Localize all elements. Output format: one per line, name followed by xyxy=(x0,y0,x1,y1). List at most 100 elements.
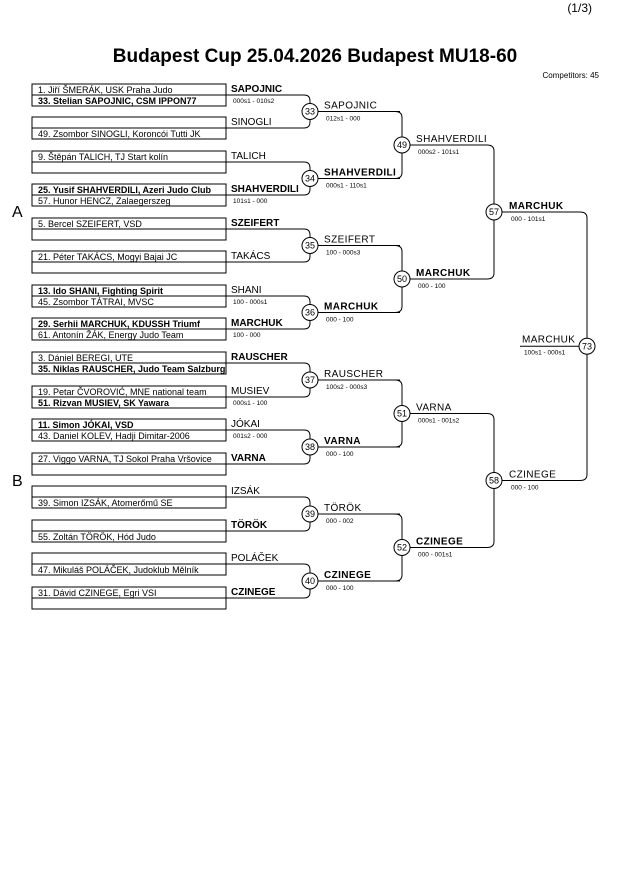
round3-score: 000 - 001s1 xyxy=(418,552,453,559)
round1-winner: SHANI xyxy=(231,285,262,296)
match-number-badge xyxy=(301,103,319,120)
round2-winner: SZEIFERT xyxy=(324,235,375,246)
match-number: 39 xyxy=(305,509,315,519)
round1-score: 000s1 - 010s2 xyxy=(233,98,275,105)
round1-score: 100 - 000s1 xyxy=(233,299,268,306)
round2-winner: SAPOJNIC xyxy=(324,101,377,112)
match-number: 34 xyxy=(305,174,315,184)
round1-winner: RAUSCHER xyxy=(231,352,288,363)
round1-winner: SHAHVERDILI xyxy=(231,184,299,195)
round2-score: 012s1 - 000 xyxy=(326,116,361,123)
round3-score: 000 - 100 xyxy=(418,283,446,290)
round1-winner: IZSÁK xyxy=(231,484,260,497)
pool-label-b: B xyxy=(12,473,23,490)
match-number-badge xyxy=(301,438,319,456)
match-number: 73 xyxy=(582,341,592,351)
competitor-entry: 47. Mikuláš POLÁČEK, Judoklub Mělník xyxy=(38,565,199,575)
round1-winner: MUSIEV xyxy=(231,386,270,397)
page-title: Budapest Cup 25.04.2026 Budapest MU18-60 xyxy=(112,46,518,67)
match-number-badge xyxy=(393,136,411,154)
match-number-badge xyxy=(393,270,411,288)
match-number: 52 xyxy=(397,543,407,553)
round1-winner: POLÁČEK xyxy=(231,551,279,564)
round4-score: 000 - 100 xyxy=(511,485,539,492)
round1-score: 000s1 - 100 xyxy=(233,400,268,407)
round4-score: 000 - 101s1 xyxy=(511,216,546,223)
competitor-entry: 49. Zsombor SINOGLI, Koroncói Tutti JK xyxy=(38,129,201,139)
competitor-entry: 5. Bercel SZEIFERT, VSD xyxy=(38,219,142,229)
competitor-entry: 13. Ido SHANI, Fighting Spirit xyxy=(38,286,163,296)
competitor-entry: 51. Rizvan MUSIEV, SK Yawara xyxy=(38,398,170,408)
competitor-entry: 31. Dávid CZINEGE, Egri VSI xyxy=(38,588,157,598)
competitor-entry: 3. Dániel BEREGI, UTE xyxy=(38,353,133,363)
round2-score: 000 - 100 xyxy=(326,585,354,592)
match-number-badge xyxy=(393,405,411,422)
round1-score: 100 - 000 xyxy=(233,332,261,339)
match-number-badge xyxy=(301,371,319,389)
round4-winner: MARCHUK xyxy=(509,201,564,212)
round1-winner: SAPOJNIC xyxy=(231,84,282,95)
competitor-entry: 33. Stelian SAPOJNIC, CSM IPPON77 xyxy=(38,96,197,106)
competitor-entry: 57. Hunor HENCZ, Zalaegerszeg xyxy=(38,196,171,206)
round4-winner: CZINEGE xyxy=(509,470,556,481)
match-number: 40 xyxy=(305,576,315,586)
round2-score: 000 - 100 xyxy=(326,451,354,458)
round2-score: 000 - 100 xyxy=(326,317,354,324)
page-number: (1/3) xyxy=(567,1,592,15)
final-winner: MARCHUK xyxy=(522,334,575,345)
round1-winner: TAKÁCS xyxy=(231,249,271,262)
match-number: 51 xyxy=(397,409,407,419)
match-number: 57 xyxy=(489,207,499,217)
round1-winner: SINOGLI xyxy=(231,117,272,128)
match-number: 50 xyxy=(397,274,407,284)
round2-winner: SHAHVERDILI xyxy=(324,168,396,179)
round1-winner: CZINEGE xyxy=(231,587,276,598)
round2-score: 000s1 - 110s1 xyxy=(326,183,367,190)
round1-winner: VARNA xyxy=(231,453,266,464)
match-number: 33 xyxy=(305,107,315,117)
round1-winner: JÓKAI xyxy=(231,417,260,430)
competitor-entry: 29. Serhii MARCHUK, KDUSSH Triumf xyxy=(38,319,201,329)
round2-winner: VARNA xyxy=(324,436,361,447)
round1-score: 101s1 - 000 xyxy=(233,198,268,205)
round2-score: 000 - 002 xyxy=(326,518,354,525)
competitor-entry: 55. Zoltán TÖRÖK, Hód Judo xyxy=(38,532,156,542)
final-score: 100s1 - 000s1 xyxy=(524,349,566,356)
match-number: 37 xyxy=(305,375,315,385)
match-number-badge xyxy=(301,505,319,523)
round2-winner: CZINEGE xyxy=(324,570,371,581)
pool-label-a: A xyxy=(12,204,23,221)
competitor-entry: 61. Antonín ŽÁK, Energy Judo Team xyxy=(38,330,183,340)
match-number: 36 xyxy=(305,308,315,318)
match-number: 58 xyxy=(489,476,499,486)
competitor-entry: 11. Simon JÓKAI, VSD xyxy=(38,419,134,430)
competitor-entry: 35. Niklas RAUSCHER, Judo Team Salzburg xyxy=(38,364,225,374)
round3-score: 000s2 - 101s1 xyxy=(418,149,460,156)
match-number-badge xyxy=(393,539,411,556)
competitor-entry: 25. Yusif SHAHVERDILI, Azeri Judo Club xyxy=(38,185,212,195)
match-number-badge xyxy=(301,304,319,321)
competitor-entry: 19. Petar ČVOROVIĆ, MNE national team xyxy=(38,387,207,397)
match-number-badge xyxy=(301,237,319,254)
round3-winner: SHAHVERDILI xyxy=(416,134,487,145)
competitor-entry: 43. Daniel KOLEV, Hadji Dimitar-2006 xyxy=(38,431,190,441)
round1-winner: SZEIFERT xyxy=(231,218,279,229)
match-number: 35 xyxy=(305,241,315,251)
round3-winner: MARCHUK xyxy=(416,268,471,279)
competitor-entry: 21. Péter TAKÁCS, Mogyi Bajai JC xyxy=(38,252,178,262)
round2-score: 100s2 - 000s3 xyxy=(326,384,368,391)
match-number-badge xyxy=(301,170,319,187)
competitor-entry: 9. Štěpán TALICH, TJ Start kolín xyxy=(38,152,168,162)
match-number: 49 xyxy=(397,140,407,150)
round2-winner: TÖRÖK xyxy=(324,502,362,514)
match-number-badge xyxy=(485,472,503,489)
round2-winner: MARCHUK xyxy=(324,302,379,313)
competitors-count: Competitors: 45 xyxy=(542,71,599,80)
round3-score: 000s1 - 001s2 xyxy=(418,418,460,425)
competitor-entry: 27. Viggo VARNA, TJ Sokol Praha Vršovice xyxy=(38,454,212,464)
round1-score: 001s2 - 000 xyxy=(233,433,268,440)
round2-winner: RAUSCHER xyxy=(324,369,383,380)
competitor-entry: 45. Zsombor TÁTRAI, MVSC xyxy=(38,297,154,307)
round3-winner: VARNA xyxy=(416,403,452,414)
round1-winner: MARCHUK xyxy=(231,318,283,329)
